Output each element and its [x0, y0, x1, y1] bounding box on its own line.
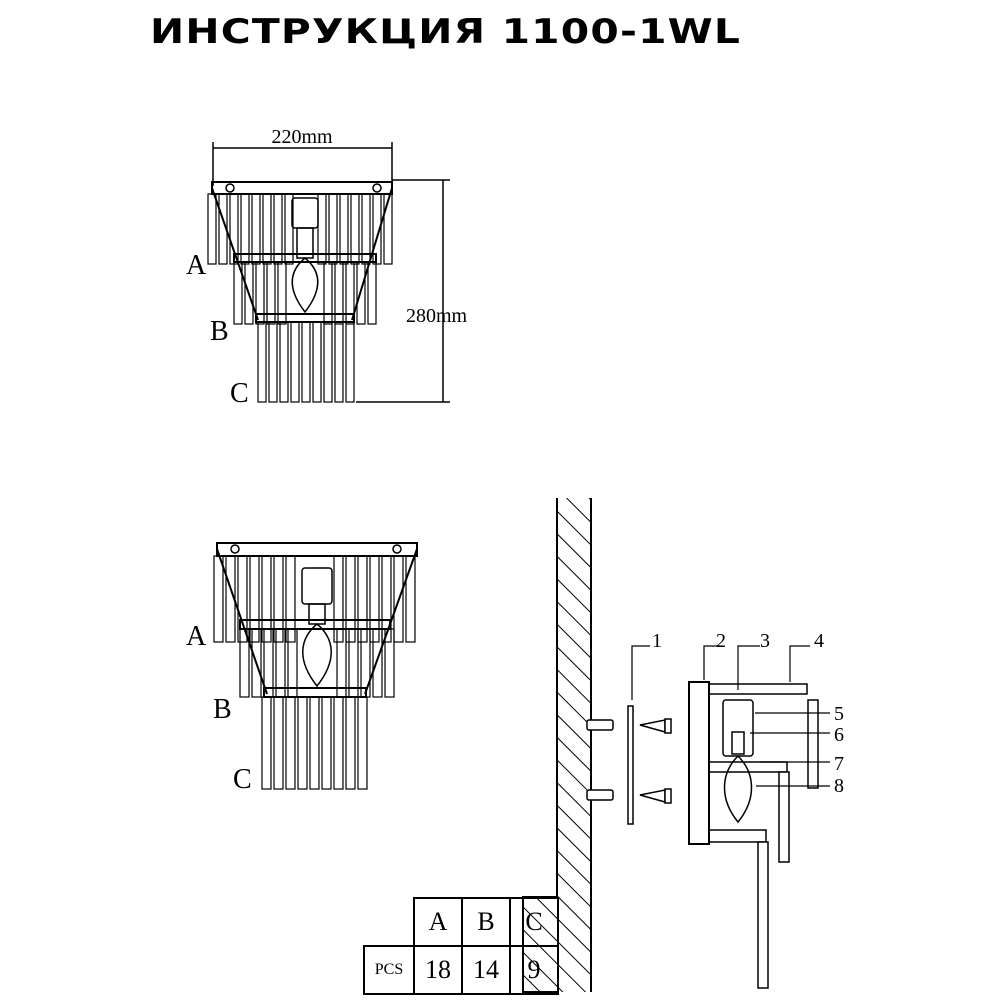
lamp-socket — [722, 699, 754, 824]
front-view-dimensioned: 220mm 280mm — [186, 126, 468, 409]
tier-label-c: C — [230, 378, 249, 409]
screws — [639, 718, 672, 804]
side-crystals — [757, 699, 819, 989]
part-number-1: 1 — [652, 630, 662, 652]
tier-label-b: B — [213, 694, 232, 725]
table-corner — [364, 898, 414, 946]
width-dimension-label: 220mm — [271, 126, 333, 148]
tier-label-b: B — [210, 316, 229, 347]
tier-label-a: A — [186, 621, 207, 652]
tier-a-crystals — [207, 193, 393, 265]
height-dimension — [356, 179, 450, 403]
table-row-label: PCS — [363, 945, 415, 995]
table-header-row: A B C — [364, 897, 559, 947]
top-plate — [216, 542, 418, 557]
width-dimension — [212, 142, 393, 186]
tier-label-a: A — [186, 250, 207, 281]
page-title: ИНСТРУКЦИЯ 1100-1WL — [150, 12, 742, 52]
top-arm — [708, 683, 808, 695]
lamp-holder — [291, 197, 319, 314]
table-header-a: A — [413, 897, 463, 947]
backplate — [688, 681, 710, 845]
tier-c-crystals — [257, 321, 355, 403]
wall-section — [557, 498, 591, 898]
leader-lines — [631, 645, 830, 787]
table-count-b: 14 — [461, 945, 511, 995]
part-number-8: 8 — [834, 775, 844, 797]
height-dimension-label: 280mm — [406, 305, 468, 327]
tier-a-crystals — [213, 555, 416, 643]
table-row: PCS 18 14 9 — [363, 945, 559, 995]
table-header-c: C — [509, 897, 559, 947]
front-view: A B C — [186, 542, 418, 795]
wall-plugs — [586, 719, 614, 801]
mounting-bracket — [627, 705, 634, 825]
table-count-c: 9 — [509, 945, 559, 995]
mounting-view: 1 2 3 4 5 6 7 8 — [522, 498, 844, 993]
part-number-5: 5 — [834, 703, 844, 725]
bottom-bracket — [709, 829, 767, 843]
top-plate — [211, 181, 393, 195]
part-number-7: 7 — [834, 753, 844, 775]
part-number-6: 6 — [834, 724, 844, 746]
tier-b-crystals — [233, 261, 377, 325]
part-number-2: 2 — [716, 630, 726, 652]
table-count-a: 18 — [413, 945, 463, 995]
table-header-b: B — [461, 897, 511, 947]
part-number-3: 3 — [760, 630, 770, 652]
tier-label-c: C — [233, 764, 252, 795]
pcs-table: A B C PCS 18 14 9 — [363, 897, 559, 995]
tier-c-crystals — [261, 696, 368, 790]
part-number-4: 4 — [814, 630, 824, 652]
lamp-holder — [301, 567, 333, 688]
